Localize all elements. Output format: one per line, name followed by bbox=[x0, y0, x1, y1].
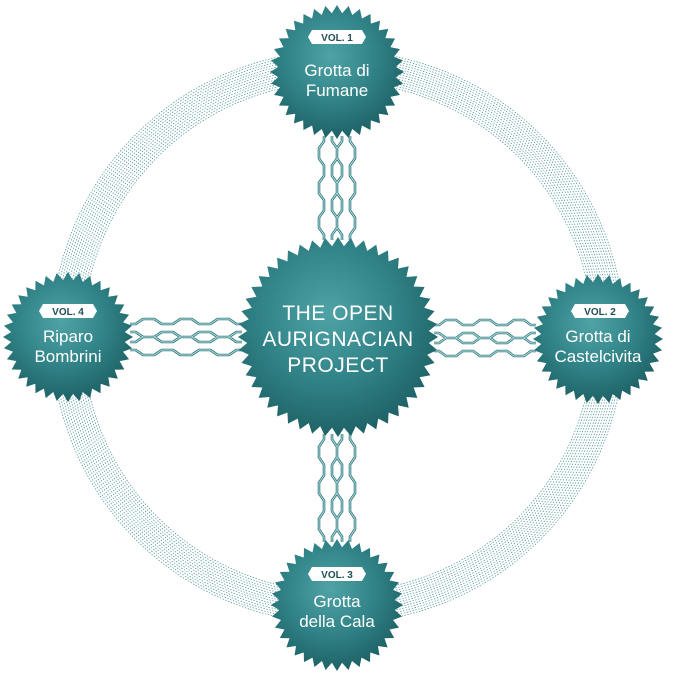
vol-1-badge-label: VOL. 1 bbox=[321, 33, 353, 44]
gear-group bbox=[3, 5, 663, 671]
center-title-line-1: THE OPEN bbox=[282, 302, 393, 325]
vol-3-title-line-1: Grotta bbox=[313, 592, 361, 611]
gear-vol-3 bbox=[271, 539, 403, 671]
vol-3-title-line-2: della Cala bbox=[299, 612, 375, 631]
node-vol-1: VOL. 1 Grotta di Fumane bbox=[304, 30, 370, 100]
center-title-line-3: PROJECT bbox=[287, 354, 389, 377]
gear-vol-1 bbox=[270, 5, 404, 139]
vol-2-title-line-1: Grotta di bbox=[565, 327, 630, 346]
vol-4-title-line-2: Bombrini bbox=[34, 347, 101, 366]
node-vol-2: VOL. 2 Grotta di Castelcivita bbox=[555, 304, 642, 366]
vol-1-title-line-2: Fumane bbox=[306, 81, 368, 100]
node-vol-4: VOL. 4 Riparo Bombrini bbox=[34, 304, 102, 366]
bond-vertical bbox=[317, 434, 357, 542]
bond-horizontal bbox=[130, 317, 242, 357]
gear-vol-2 bbox=[533, 274, 663, 404]
vol-4-title-line-1: Riparo bbox=[43, 327, 93, 346]
center-title-line-2: AURIGNACIAN bbox=[262, 328, 413, 351]
bond-vertical bbox=[317, 136, 357, 240]
gear-vol-4 bbox=[3, 272, 133, 402]
bond-connectors bbox=[130, 136, 536, 542]
vol-3-badge-label: VOL. 3 bbox=[321, 570, 353, 581]
node-vol-3: VOL. 3 Grotta della Cala bbox=[299, 567, 375, 631]
vol-4-badge bbox=[39, 304, 97, 318]
vol-1-title-line-1: Grotta di bbox=[304, 61, 369, 80]
vol-2-badge bbox=[571, 304, 629, 318]
vol-1-badge bbox=[308, 30, 366, 44]
vol-2-badge-label: VOL. 2 bbox=[584, 307, 616, 318]
center-title: THE OPEN AURIGNACIAN PROJECT bbox=[262, 302, 413, 377]
bond-horizontal bbox=[434, 318, 536, 358]
vol-4-badge-label: VOL. 4 bbox=[52, 307, 84, 318]
vol-2-title-line-2: Castelcivita bbox=[555, 347, 642, 366]
center-gear bbox=[238, 237, 438, 437]
vol-3-badge bbox=[308, 567, 366, 581]
